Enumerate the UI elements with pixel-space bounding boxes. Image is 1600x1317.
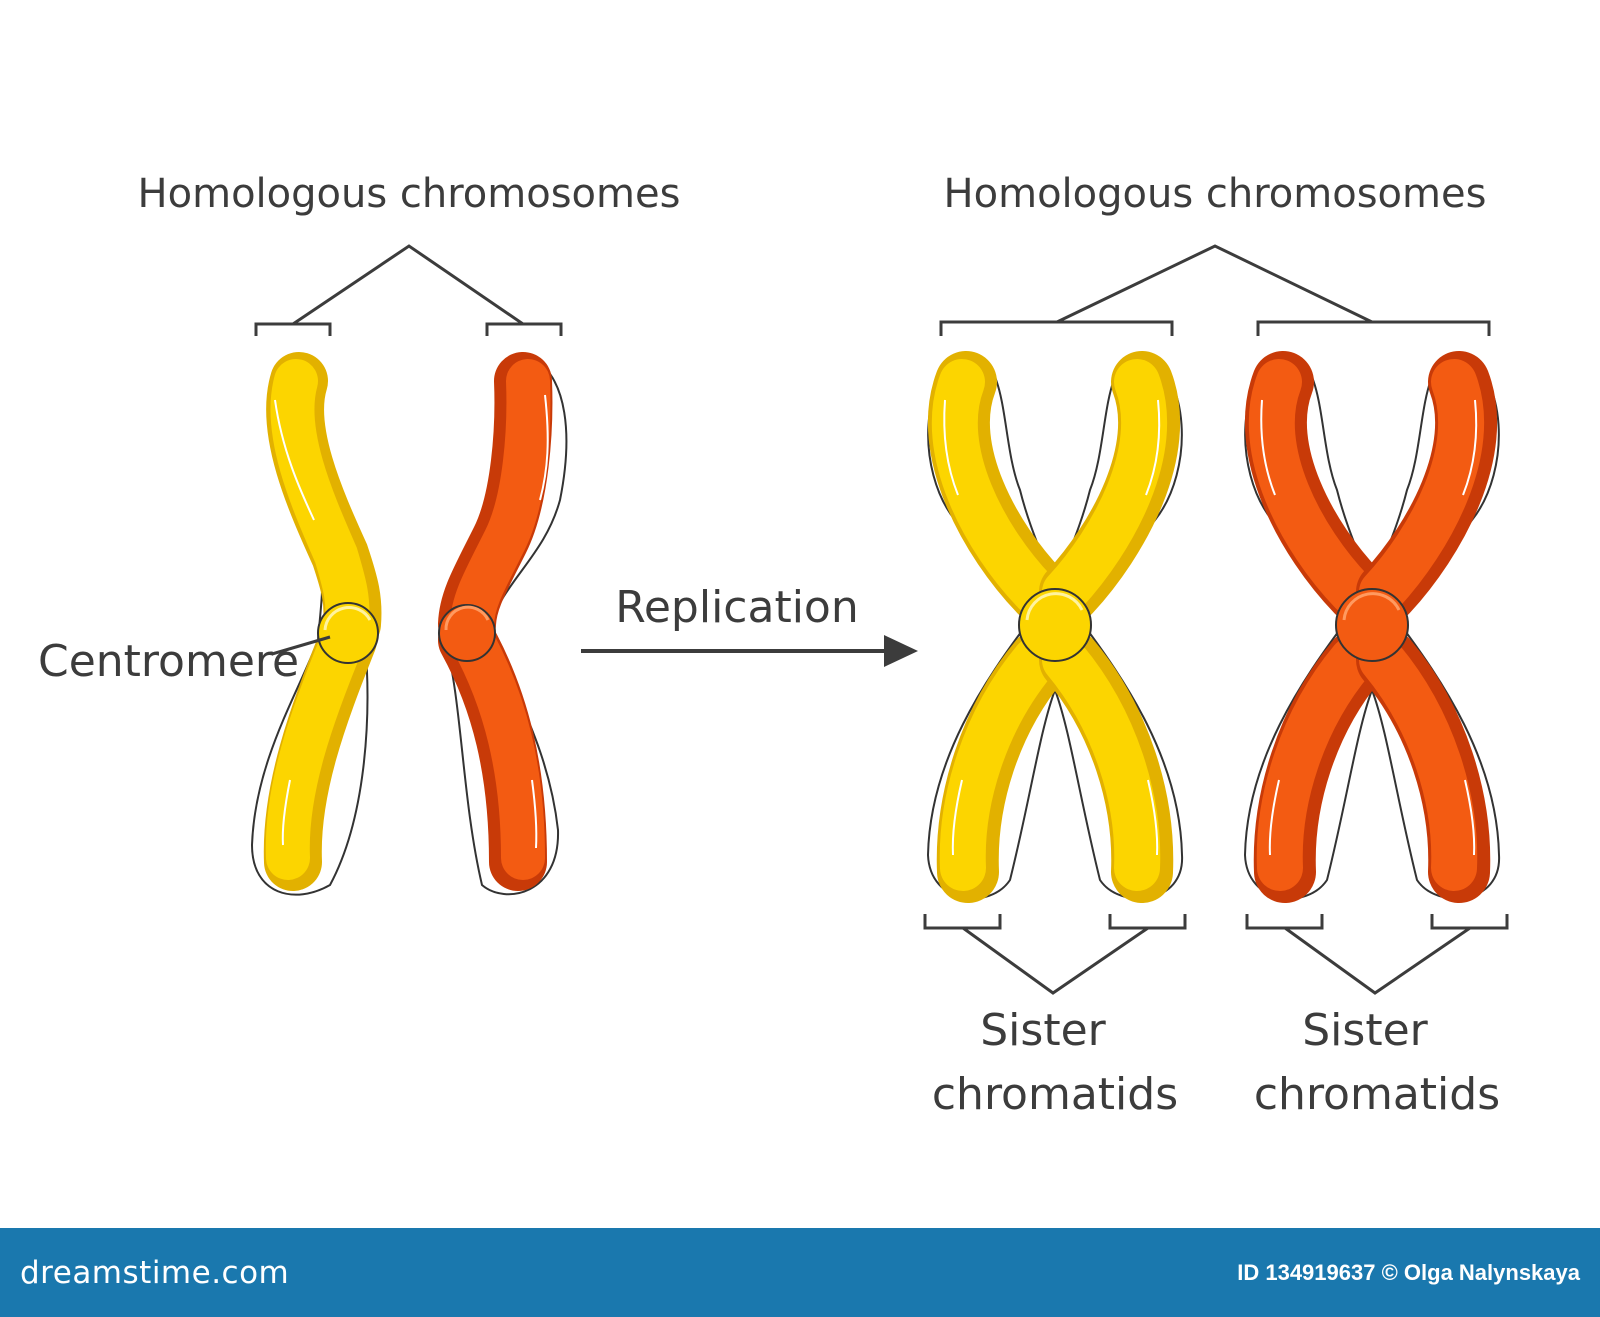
red-chromosome xyxy=(438,352,568,896)
centromere-yellow xyxy=(317,602,379,664)
homologous-bracket-left xyxy=(254,244,563,336)
replication-arrow-head xyxy=(884,635,918,667)
sister-chromatids-label-left: Sister chromatids xyxy=(932,1005,1178,1120)
chromosome-replication-diagram: Homologous chromosomes Centromere xyxy=(38,171,1509,1120)
homologous-chromosomes-left-group: Homologous chromosomes Centromere xyxy=(38,171,681,896)
watermark-footer: dreamstime.com ID 134919637 © Olga Nalyn… xyxy=(0,1228,1600,1317)
sister-chromatids-label-left-line1: Sister xyxy=(980,1005,1106,1056)
red-x-chromosome xyxy=(1243,351,1501,903)
homologous-bracket-right xyxy=(939,244,1491,336)
replication-label: Replication xyxy=(615,582,858,633)
homologous-chromosomes-label-left: Homologous chromosomes xyxy=(138,171,681,217)
homologous-chromosomes-label-right: Homologous chromosomes xyxy=(944,171,1487,217)
sister-chromatids-label-right-line1: Sister xyxy=(1302,1005,1428,1056)
centromere-red-x xyxy=(1335,588,1409,662)
centromere-yellow-x xyxy=(1018,588,1092,662)
sister-chromatids-bracket-right xyxy=(1245,914,1509,995)
sister-chromatids-label-right-line2: chromatids xyxy=(1254,1069,1500,1120)
replication-arrow-group: Replication xyxy=(581,582,918,667)
dreamstime-logo: dreamstime.com xyxy=(20,1254,290,1291)
centromere-pointer-line xyxy=(271,635,331,656)
centromere-label: Centromere xyxy=(38,636,299,687)
sister-chromatids-bracket-left xyxy=(923,914,1187,995)
yellow-x-chromosome xyxy=(926,351,1184,903)
sister-chromatids-label-right: Sister chromatids xyxy=(1254,1005,1500,1120)
image-credit: ID 134919637 © Olga Nalynskaya xyxy=(1237,1259,1580,1285)
yellow-chromosome xyxy=(250,352,382,896)
homologous-chromosomes-right-group: Homologous chromosomes xyxy=(923,171,1509,1120)
sister-chromatids-label-left-line2: chromatids xyxy=(932,1069,1178,1120)
centromere-red xyxy=(438,604,496,662)
